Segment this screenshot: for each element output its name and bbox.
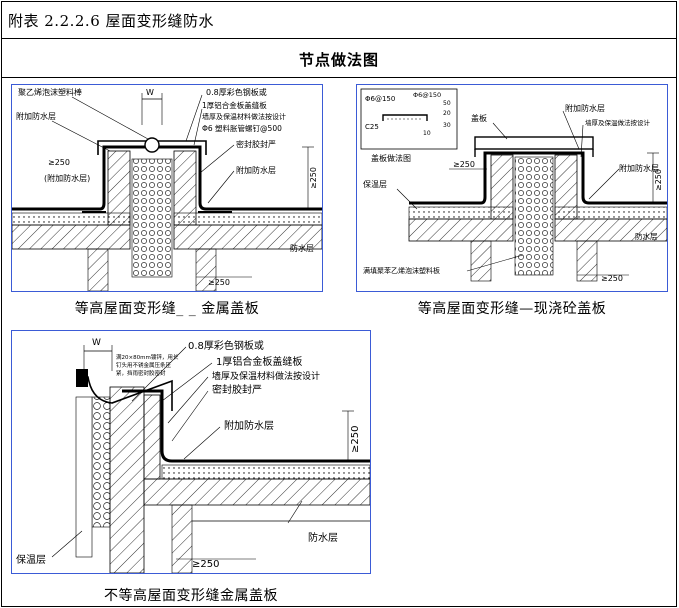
label-foam-rod: 聚乙烯泡沫塑料棒 <box>18 87 82 97</box>
label-cover-detail: 盖板做法图 <box>371 153 411 163</box>
high-wall <box>109 386 145 574</box>
fixing-bar-icon <box>76 369 88 387</box>
label-rebar2: Φ6@150 <box>413 91 441 99</box>
waterproof-membrane <box>122 389 370 463</box>
label-note2: 钉头用不锈金属压条压 <box>116 361 172 369</box>
title-row: 附表 2.2.2.6 屋面变形缝防水 <box>2 2 676 39</box>
figure-2-drawing: Φ6@150 Φ6@150 C25 50 20 30 10 盖板做法图 盖板 附… <box>360 88 668 283</box>
cover-detail-box <box>360 88 458 150</box>
label-d20: 20 <box>443 110 451 117</box>
label-dim-bottom: ≥250 <box>208 278 230 287</box>
right-upstand <box>554 154 578 220</box>
label-w: W <box>92 338 101 348</box>
label-d50: 50 <box>443 100 451 107</box>
label-alu-plate: 1厚铝合金板盖缝板 <box>216 355 302 368</box>
label-d10: 10 <box>423 130 431 137</box>
left-upstand <box>107 150 131 226</box>
cover-detail-plate <box>382 114 428 121</box>
label-dim-left: ≥250 <box>48 158 70 167</box>
figure-2-panel: Φ6@150 Φ6@150 C25 50 20 30 10 盖板做法图 盖板 附… <box>356 84 668 292</box>
waterproof-membrane <box>409 151 667 205</box>
left-upstand <box>490 154 514 220</box>
low-upstand <box>143 394 161 480</box>
left-slab <box>11 224 131 250</box>
label-d30: 30 <box>443 122 451 129</box>
right-upstand <box>173 150 197 226</box>
label-sealant: 密封胶封严 <box>212 383 262 396</box>
insulation-foam-block <box>91 396 111 528</box>
label-extra-layer-top: 附加防水层 <box>16 111 56 121</box>
label-extra-layer-right: 附加防水层 <box>236 165 276 175</box>
concrete-cover <box>474 136 594 150</box>
outer-insulation <box>75 396 93 558</box>
label-alu-plate: 1厚铝合金板盖缝板 <box>202 100 267 110</box>
metal-cover-plate <box>82 376 173 411</box>
label-steel-plate: 0.8厚彩色钢板或 <box>188 339 264 352</box>
label-w: W <box>146 88 154 97</box>
joint-foam-fill <box>131 158 173 278</box>
left-lower-wall <box>87 248 109 292</box>
figure-1-drawing: W 聚乙烯泡沫塑料棒 附加防水层 0.8厚彩色钢板或 1厚铝合金板盖缝板 墙厚及… <box>11 87 323 292</box>
foam-rod-icon <box>144 137 160 153</box>
label-insulation: 保温层 <box>363 179 387 189</box>
label-c25: C25 <box>365 123 379 131</box>
label-extra-layer-top: 附加防水层 <box>565 103 605 113</box>
label-rebar1: Φ6@150 <box>365 95 395 103</box>
label-extra-layer: 附加防水层 <box>224 419 274 432</box>
label-steel-plate: 0.8厚彩色钢板或 <box>206 87 267 97</box>
label-dim-right: ≥250 <box>309 167 318 189</box>
label-cover: 盖板 <box>471 113 487 123</box>
label-dim-right: ≥250 <box>350 426 361 453</box>
page-title: 附表 2.2.2.6 屋面变形缝防水 <box>8 12 215 30</box>
label-wall-insulation: 墙厚及保温材料做法按设计 <box>212 370 320 382</box>
figure-1-caption: 等高屋面变形缝_ _ 金属盖板 <box>74 301 260 317</box>
label-fill: 满填聚苯乙烯泡沫塑料板 <box>363 266 440 275</box>
section-header-row: 节点做法图 <box>2 39 676 78</box>
section-header: 节点做法图 <box>298 51 379 69</box>
label-dim-bottom: ≥250 <box>192 559 219 570</box>
right-slab <box>173 224 323 250</box>
label-note1: 满20×80mm镀锌，用长 <box>116 353 179 361</box>
label-dim-left: ≥250 <box>453 160 475 169</box>
figure-1-panel: W 聚乙烯泡沫塑料棒 附加防水层 0.8厚彩色钢板或 1厚铝合金板盖缝板 墙厚及… <box>11 84 323 292</box>
label-note3: 紧，挡雨密封胶密封 <box>116 369 166 377</box>
label-waterproof: 防水层 <box>635 231 658 241</box>
label-waterproof: 防水层 <box>290 243 314 253</box>
label-wall-insulation: 墙厚及保温材料做法按设计 <box>202 112 286 121</box>
label-extra-layer-left: (附加防水层) <box>44 173 90 183</box>
label-dim-bottom: ≥250 <box>601 274 623 283</box>
label-sealant: 密封胶封严 <box>236 139 276 149</box>
label-screw: Φ6 塑料胀管螺钉@500 <box>202 123 282 133</box>
joint-foam-fill <box>514 156 554 276</box>
left-slab <box>408 218 514 242</box>
label-waterproof: 防水层 <box>308 531 338 544</box>
low-insulation <box>161 464 371 480</box>
low-slab <box>143 478 371 506</box>
figure-3-drawing: W 满20×80mm镀锌，用长 钉头用不锈金属压条压 紧，挡雨密封胶密封 0.8… <box>16 338 371 574</box>
label-insulation: 保温层 <box>16 553 46 566</box>
figure-3-panel: W 满20×80mm镀锌，用长 钉头用不锈金属压条压 紧，挡雨密封胶密封 0.8… <box>11 330 371 574</box>
figure-3-caption: 不等高屋面变形缝金属盖板 <box>104 588 278 604</box>
label-wall-insulation: 墙厚及保温做法按设计 <box>585 118 651 127</box>
label-dim-right: ≥250 <box>654 169 663 191</box>
figure-2-caption: 等高屋面变形缝—现浇砼盖板 <box>417 301 607 317</box>
label-extra-layer-right: 附加防水层 <box>619 163 659 173</box>
